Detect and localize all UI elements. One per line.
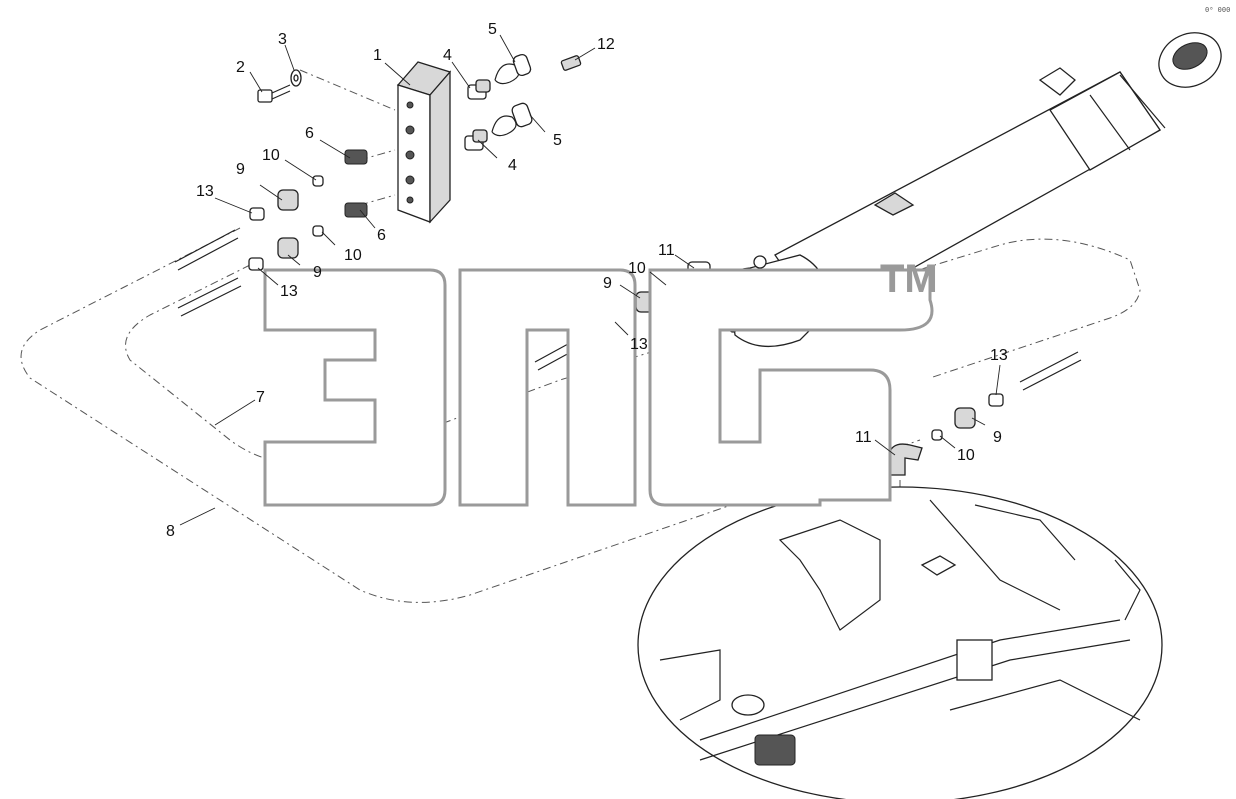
nut-9-b (277, 237, 299, 259)
guide-line-block (299, 69, 396, 111)
callout-7: 7 (256, 389, 265, 406)
ring-10-a (312, 175, 324, 187)
screw-13-a (249, 207, 265, 221)
frame-detail (637, 486, 1163, 799)
plug-12 (560, 55, 582, 71)
bolt-2 (257, 84, 291, 103)
callout-5-upper: 5 (488, 21, 497, 38)
screw-13-b (248, 257, 264, 271)
callout-6-upper: 6 (305, 125, 314, 142)
nut-9-a (277, 189, 299, 211)
callout-12: 12 (597, 36, 615, 53)
callout-10-d: 10 (957, 447, 975, 464)
ring-10-d (931, 429, 943, 441)
watermark-trademark: TM (880, 257, 938, 301)
elbow-11-lower (887, 443, 923, 476)
callout-6-lower: 6 (377, 227, 386, 244)
callout-5-lower: 5 (553, 132, 562, 149)
callout-4-upper: 4 (443, 47, 452, 64)
callout-9-a: 9 (236, 161, 245, 178)
callout-9-b: 9 (313, 264, 322, 281)
callout-11-lower: 11 (855, 429, 872, 446)
leader-lines (179, 34, 1001, 526)
callout-10-b: 10 (344, 247, 362, 264)
callout-4-lower: 4 (508, 157, 517, 174)
hose-route-8 (20, 227, 921, 603)
watermark-letter-s (648, 268, 934, 507)
fitting-4-upper (467, 79, 491, 100)
fitting-6-upper (344, 149, 368, 165)
callout-9-c: 9 (603, 275, 612, 292)
fitting-4-lower (464, 129, 488, 151)
callout-10-a: 10 (262, 147, 280, 164)
callout-1: 1 (373, 47, 382, 64)
nut-9-d (954, 407, 976, 429)
callout-10-c: 10 (628, 260, 646, 277)
callout-13-a: 13 (196, 183, 214, 200)
callout-2: 2 (236, 59, 245, 76)
washer-3 (290, 69, 302, 87)
callout-13-b: 13 (280, 283, 298, 300)
callouts: 1 2 3 4 4 5 5 6 6 7 8 9 9 9 9 10 10 10 1… (166, 21, 1008, 540)
callout-3: 3 (278, 31, 287, 48)
callout-13-d: 13 (990, 347, 1008, 364)
corner-code: 0⁰ 000 (1205, 6, 1230, 14)
watermark-letter-e (263, 268, 447, 507)
watermark-letter-p (458, 268, 637, 507)
screw-13-d (988, 393, 1004, 407)
watermark: TM (263, 257, 938, 507)
cap-5-lower (491, 102, 533, 137)
callout-13-c: 13 (630, 336, 648, 353)
callout-9-d: 9 (993, 429, 1002, 446)
cap-5-upper (494, 53, 532, 85)
callout-11-upper: 11 (658, 242, 675, 259)
distribution-block (396, 61, 452, 224)
ring-10-b (312, 225, 324, 237)
fitting-6-lower (344, 202, 368, 218)
callout-8: 8 (166, 523, 175, 540)
